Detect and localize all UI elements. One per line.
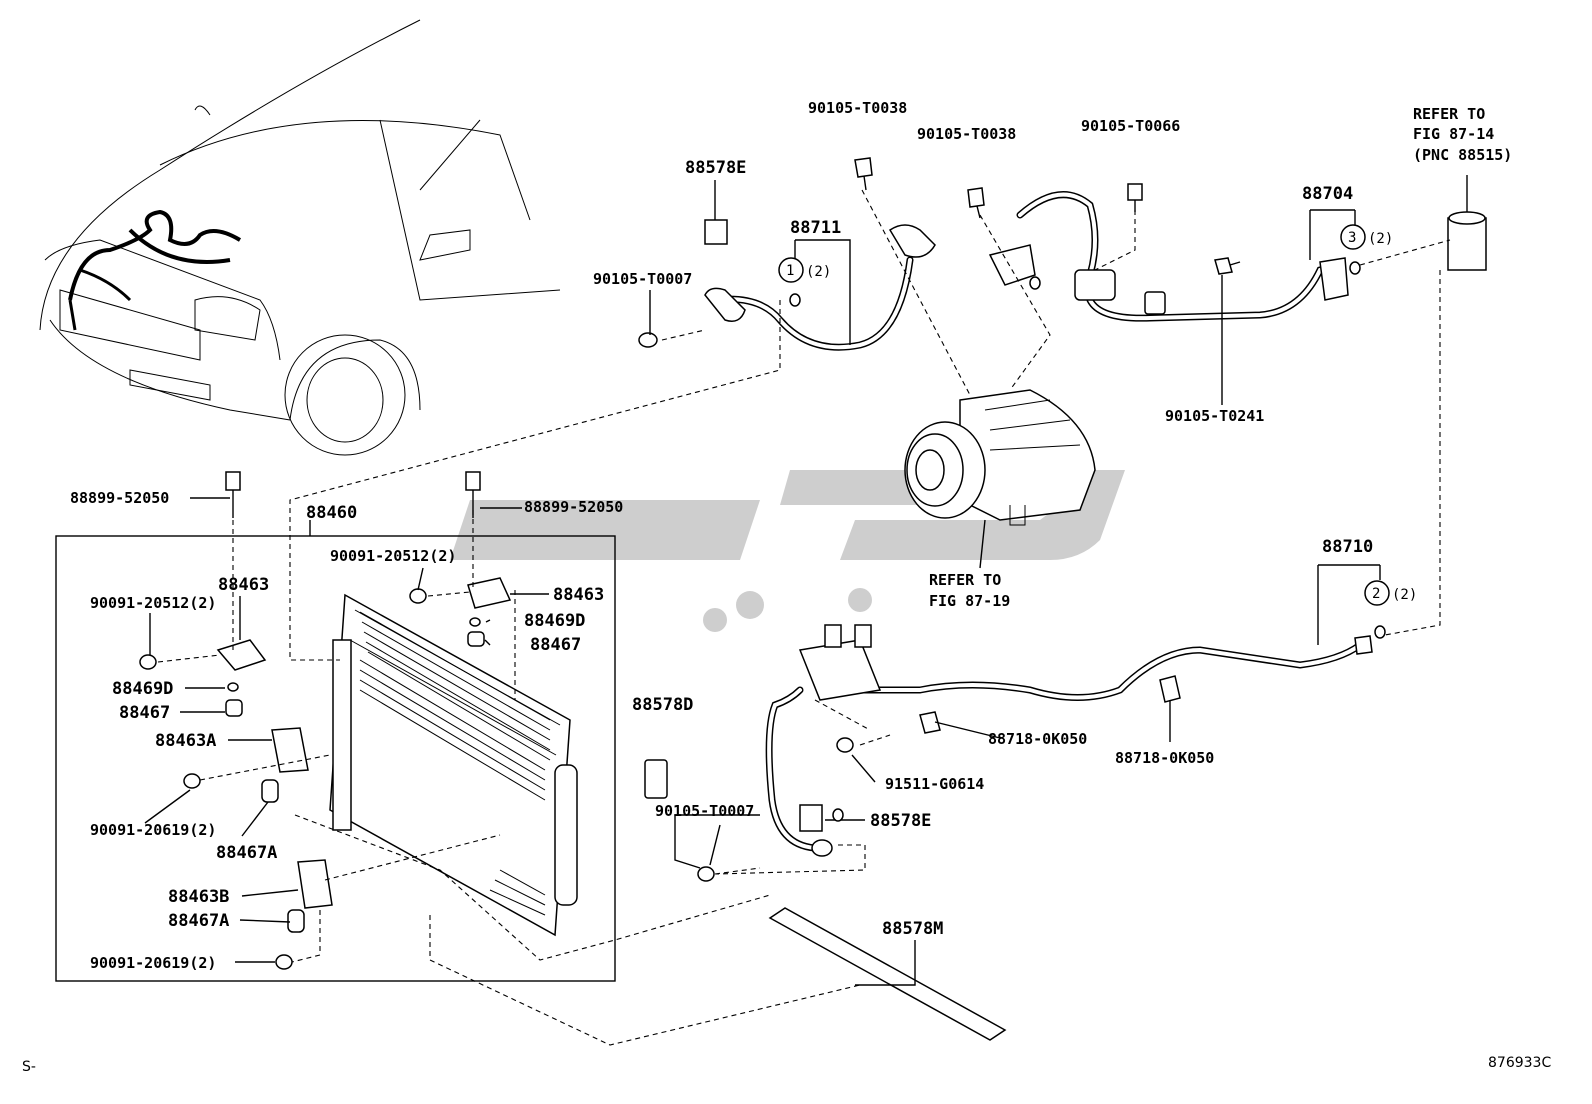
callout-2-qty: (2) [1392,587,1417,603]
label-88718-0k050-b: 88718-0K050 [1115,749,1214,767]
part-labels: 90105-T0038 90105-T0038 90105-T0066 REFE… [22,99,1551,1075]
label-90105-t0038-b: 90105-T0038 [917,125,1016,143]
label-90105-t0007-bottom: 90105-T0007 [655,802,754,820]
compressor [904,389,1096,526]
condenser-fins [359,611,551,916]
label-refer-87-19-line1: REFER TO [929,571,1001,589]
label-88463a: 88463A [155,731,216,751]
label-88469d-right: 88469D [524,611,585,631]
vehicle-outline [39,19,561,456]
callout-1-number: 1 [786,263,794,279]
label-91511-g0614: 91511-G0614 [885,775,984,793]
bar-88578m [768,907,1007,1041]
label-88463-right: 88463 [553,585,604,605]
label-88467a-b: 88467A [168,911,229,931]
label-88467-right: 88467 [530,635,581,655]
label-90105-t0038-a: 90105-T0038 [808,99,907,117]
condenser-group-frame [55,535,616,982]
label-refer-87-14-line1: REFER TO [1413,105,1485,123]
label-90105-t0066: 90105-T0066 [1081,117,1180,135]
expansion-valve [1447,175,1487,271]
pipe-88710 [765,624,1373,857]
hose-88704 [988,191,1349,322]
label-90091-20619-a: 90091-20619(2) [90,821,216,839]
corner-label-left: S- [22,1059,36,1075]
label-88711: 88711 [790,218,841,238]
label-90105-t0007-top: 90105-T0007 [593,270,692,288]
callout-1-qty: (2) [806,264,831,280]
label-88578d: 88578D [632,695,693,715]
callout-3-number: 3 [1348,230,1356,246]
hose-88711 [704,224,936,351]
label-90091-20512-center: 90091-20512(2) [330,547,456,565]
label-88578m: 88578M [882,919,943,939]
label-88463-left: 88463 [218,575,269,595]
callouts [778,224,1390,822]
label-90105-t0241: 90105-T0241 [1165,407,1264,425]
label-88578e-top: 88578E [685,158,746,178]
dashed-leaders [157,189,1451,1046]
label-88467-left: 88467 [119,703,170,723]
label-88710: 88710 [1322,537,1373,557]
label-88469d-left: 88469D [112,679,173,699]
label-88899-52050-right: 88899-52050 [524,498,623,516]
leader-lines [144,180,1381,986]
label-88899-52050-left: 88899-52050 [70,489,169,507]
label-88463b: 88463B [168,887,229,907]
label-88467a-a: 88467A [216,843,277,863]
figure-code: 876933C [1488,1055,1551,1071]
label-88718-0k050-a: 88718-0K050 [988,730,1087,748]
condenser-core [329,593,578,937]
label-refer-87-19-line2: FIG 87-19 [929,592,1010,610]
label-88460: 88460 [306,503,357,523]
label-88578e-bottom: 88578E [870,811,931,831]
callout-2-number: 2 [1372,586,1380,602]
label-90091-20619-b: 90091-20619(2) [90,954,216,972]
label-refer-87-14-line3: (PNC 88515) [1413,146,1512,164]
callout-3-qty: (2) [1368,231,1393,247]
label-90091-20512-left: 90091-20512(2) [90,594,216,612]
label-refer-87-14-line2: FIG 87-14 [1413,125,1494,143]
label-88704: 88704 [1302,184,1353,204]
